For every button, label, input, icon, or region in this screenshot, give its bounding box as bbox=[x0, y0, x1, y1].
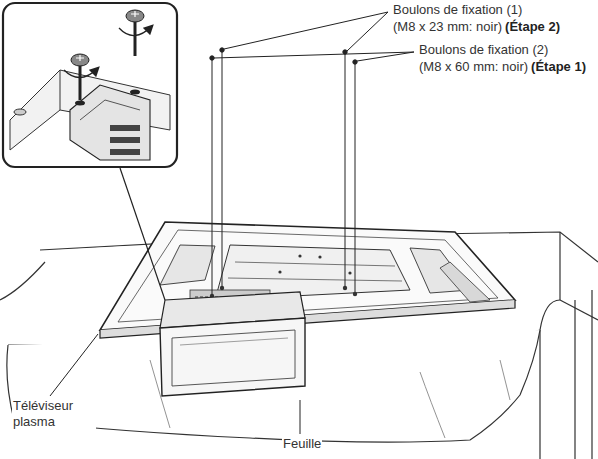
part-label: Boulons de fixation (2) bbox=[418, 42, 549, 58]
detail-inset bbox=[3, 3, 177, 300]
plasma-tv bbox=[100, 222, 515, 338]
leader-line bbox=[300, 400, 301, 434]
bolt-leaders bbox=[210, 12, 414, 294]
part-label: Boulons de fixation (1) bbox=[392, 2, 523, 18]
leader-line bbox=[50, 334, 98, 396]
stand bbox=[160, 292, 305, 396]
step-label: (Étape 2) bbox=[504, 19, 561, 35]
step-label: (Étape 1) bbox=[530, 59, 587, 75]
dimension-label: (M8 x 60 mm: noir) bbox=[418, 59, 529, 75]
part-label: Téléviseur plasma bbox=[12, 398, 96, 430]
part-label: Feuille bbox=[282, 436, 322, 452]
dimension-label: (M8 x 23 mm: noir) bbox=[392, 19, 503, 35]
